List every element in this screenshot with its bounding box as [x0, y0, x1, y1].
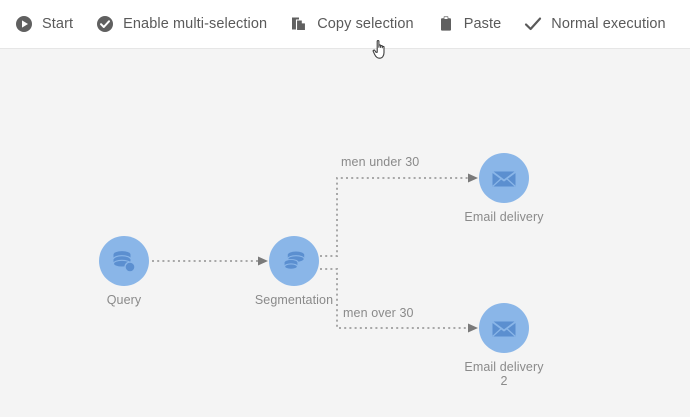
toolbar-button-enable-multi-selection[interactable]: Enable multi-selection: [95, 9, 267, 39]
transition-label-men-over-30: men over 30: [343, 306, 414, 320]
node-query-circle[interactable]: [99, 236, 149, 286]
node-email-delivery-2-circle[interactable]: [479, 303, 529, 353]
toolbar: Start Enable multi-selection Copy se: [0, 0, 690, 48]
workflow-connectors: [152, 173, 478, 333]
toolbar-button-start-label: Start: [42, 16, 74, 32]
workflow-node-query[interactable]: Query: [64, 236, 184, 307]
toolbar-button-normal-execution-label: Normal execution: [551, 16, 666, 32]
envelope-icon: [491, 171, 517, 187]
copy-icon: [289, 14, 309, 34]
connector-arrowheads: [258, 173, 478, 333]
workflow-canvas[interactable]: men under 30 men over 30 Query: [0, 48, 690, 417]
connector-segmentation-to-email-delivery: [320, 177, 472, 257]
segments-icon: [283, 251, 305, 270]
node-email-delivery-circle[interactable]: [479, 153, 529, 203]
toolbar-button-start[interactable]: Start: [14, 9, 73, 39]
node-query-label: Query: [106, 293, 142, 307]
workflow-node-email-delivery[interactable]: Email delivery: [444, 153, 564, 224]
toolbar-button-paste[interactable]: Paste: [436, 9, 502, 39]
database-icon: [112, 251, 136, 273]
toolbar-button-paste-label: Paste: [463, 16, 502, 32]
toolbar-button-normal-execution[interactable]: Normal execution: [523, 9, 666, 39]
node-segmentation-circle[interactable]: [269, 236, 319, 286]
transition-label-men-under-30: men under 30: [341, 155, 420, 169]
workflow-node-email-delivery-2[interactable]: Email delivery 2: [462, 303, 546, 388]
toolbar-button-copy-selection[interactable]: Copy selection: [289, 9, 414, 39]
toolbar-button-enable-multi-selection-label: Enable multi-selection: [123, 16, 268, 32]
envelope-icon: [491, 321, 517, 337]
node-email-delivery-label: Email delivery: [464, 210, 544, 224]
checkmark-icon: [523, 14, 543, 34]
node-email-delivery-2-label: Email delivery 2: [464, 360, 544, 388]
clipboard-icon: [436, 14, 456, 34]
play-circle-icon: [14, 14, 34, 34]
toolbar-button-copy-selection-label: Copy selection: [317, 16, 414, 32]
node-segmentation-label: Segmentation: [254, 293, 334, 307]
check-circle-icon: [95, 14, 115, 34]
workflow-node-segmentation[interactable]: Segmentation: [234, 236, 354, 307]
